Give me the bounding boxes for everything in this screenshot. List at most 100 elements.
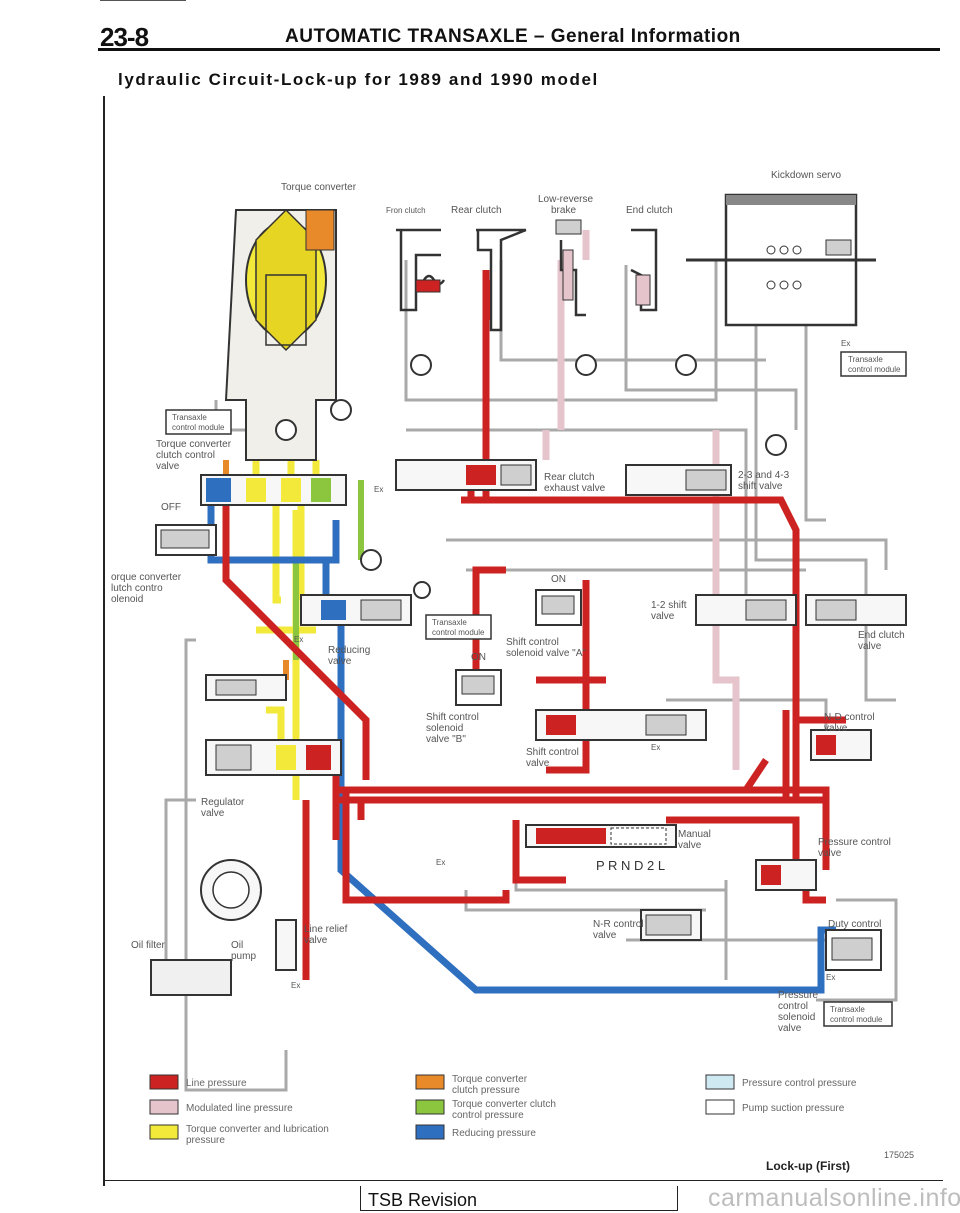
tcc-solenoid-body [155, 524, 217, 556]
label-end-clutch-valve-2: valve [858, 641, 882, 652]
module-label-bottom-1: Transaxle [830, 1005, 865, 1014]
label-rear-clutch-exhaust-2: exhaust valve [544, 483, 606, 494]
tsb-revision-label: TSB Revision [368, 1190, 478, 1210]
label-shift-12-2: valve [651, 611, 675, 622]
label-ex-2: Ex [294, 635, 303, 644]
legend-swatch [415, 1099, 445, 1115]
label-shift-12-1: 1-2 shift [651, 600, 687, 611]
label-torque-converter: Torque converter [281, 182, 357, 193]
transaxle-module-box-mid: Transaxle control module [425, 614, 492, 640]
legend-label-line2: clutch pressure [452, 1085, 520, 1096]
legend-label: Torque converter and lubrication [186, 1124, 329, 1135]
shift-23-valve-body [625, 464, 732, 496]
pressure-control-valve-body [755, 859, 817, 891]
module-label-left-2: control module [172, 423, 225, 432]
left-margin-rule [103, 96, 105, 1186]
label-manual-2: valve [678, 840, 702, 851]
label-tcc-valve-1: Torque converter [156, 439, 232, 450]
label-pcs-4: valve [778, 1023, 802, 1034]
label-line-relief-2: valve [304, 935, 328, 946]
label-reducing-1: Reducing [328, 645, 370, 656]
label-pcs-3: solenoid [778, 1012, 815, 1023]
label-oil-pump-2: pump [231, 951, 256, 962]
label-sol-b-3: valve "B" [426, 734, 466, 745]
label-shift-23-1: 2-3 and 4-3 [738, 470, 790, 481]
legend-label-line2: control pressure [452, 1110, 524, 1121]
label-pressure-control-1: Pressure control [818, 837, 891, 848]
label-oil-filter: Oil filter [131, 940, 166, 951]
label-shift-control-1: Shift control [526, 747, 579, 758]
figure-number: 175025 [884, 1150, 914, 1160]
label-pcs-2: control [778, 1001, 808, 1012]
oil-filter-body [150, 959, 232, 996]
solenoid-b-body [455, 669, 502, 706]
legend-swatch [149, 1099, 179, 1115]
legend-swatch [149, 1074, 179, 1090]
label-ex-6: Ex [291, 981, 300, 990]
label-reducing-2: valve [328, 656, 352, 667]
bottom-rule [103, 1180, 943, 1181]
label-on-b: ON [471, 652, 486, 663]
duty-control-solenoid-body [825, 929, 882, 971]
component-labels: Kickdown servo Torque converter Fron clu… [111, 170, 905, 1034]
label-prnd: P R N D 2 L [596, 858, 665, 873]
label-nd-control-2: valve [824, 723, 848, 734]
legend-swatch [705, 1099, 735, 1115]
label-kickdown-servo: Kickdown servo [771, 170, 841, 181]
manual-valve-body [525, 824, 677, 848]
label-regulator-1: Regulator [201, 797, 245, 808]
oil-pump-body [200, 859, 262, 921]
shift-control-valve-body [535, 709, 707, 741]
label-low-reverse-2: brake [551, 205, 576, 216]
orifice-circles [275, 354, 787, 599]
line-relief-valve-body [275, 919, 297, 971]
module-label-left-1: Transaxle [172, 413, 207, 422]
label-regulator-2: valve [201, 808, 225, 819]
module-label-top-1: Transaxle [848, 355, 883, 364]
label-tcc-valve-2: clutch control [156, 450, 215, 461]
regulator-valve-body [205, 739, 342, 776]
transaxle-module-box-top: Transaxle control module [840, 351, 907, 377]
watermark: carmanualsonline.info [708, 1184, 960, 1212]
label-sol-a-1: Shift control [506, 637, 559, 648]
label-pressure-control-2: valve [818, 848, 842, 859]
label-tcc-solenoid-2: lutch contro [111, 583, 163, 594]
label-ex-1: Ex [374, 485, 383, 494]
legend-label-line2: pressure [186, 1135, 225, 1146]
legend-label: Pressure control pressure [742, 1078, 857, 1089]
label-on-a: ON [551, 574, 566, 585]
label-shift-23-2: shift valve [738, 481, 783, 492]
label-duty-control: Duty control [828, 919, 881, 930]
label-off: OFF [161, 502, 181, 513]
label-rear-clutch: Rear clutch [451, 205, 502, 216]
legend-label: Torque converter clutch [452, 1099, 556, 1110]
label-pcs-1: Pressure [778, 990, 818, 1001]
label-ex-4: Ex [651, 743, 660, 752]
legend-label: Modulated line pressure [186, 1103, 293, 1114]
label-end-clutch-valve-1: End clutch [858, 630, 905, 641]
label-ex-3: Ex [841, 339, 850, 348]
low-reverse-brake [555, 219, 586, 317]
header-rule [98, 48, 940, 51]
transaxle-module-box-left: Transaxle control module [165, 409, 232, 435]
label-nr-control-2: valve [593, 930, 617, 941]
tcc-lockup-valve-body [205, 674, 287, 701]
lockup-first-label: Lock-up (First) [766, 1159, 850, 1173]
legend-label: Torque converter [452, 1074, 528, 1085]
label-end-clutch: End clutch [626, 205, 673, 216]
shift-12-valve-body [695, 594, 797, 626]
legend-swatch [149, 1124, 179, 1140]
label-sol-b-1: Shift control [426, 712, 479, 723]
label-shift-control-2: valve [526, 758, 550, 769]
label-ex-7: Ex [826, 973, 835, 982]
label-sol-a-2: solenoid valve "A" [506, 648, 586, 659]
top-rule [100, 0, 186, 1]
legend-label: Line pressure [186, 1078, 247, 1089]
label-oil-pump-1: Oil [231, 940, 243, 951]
nd-control-valve-body [810, 729, 872, 761]
label-nd-control-1: N-D control [824, 712, 875, 723]
page-number: 23-8 [100, 22, 149, 52]
legend-swatch [705, 1074, 735, 1090]
label-sol-b-2: solenoid [426, 723, 463, 734]
